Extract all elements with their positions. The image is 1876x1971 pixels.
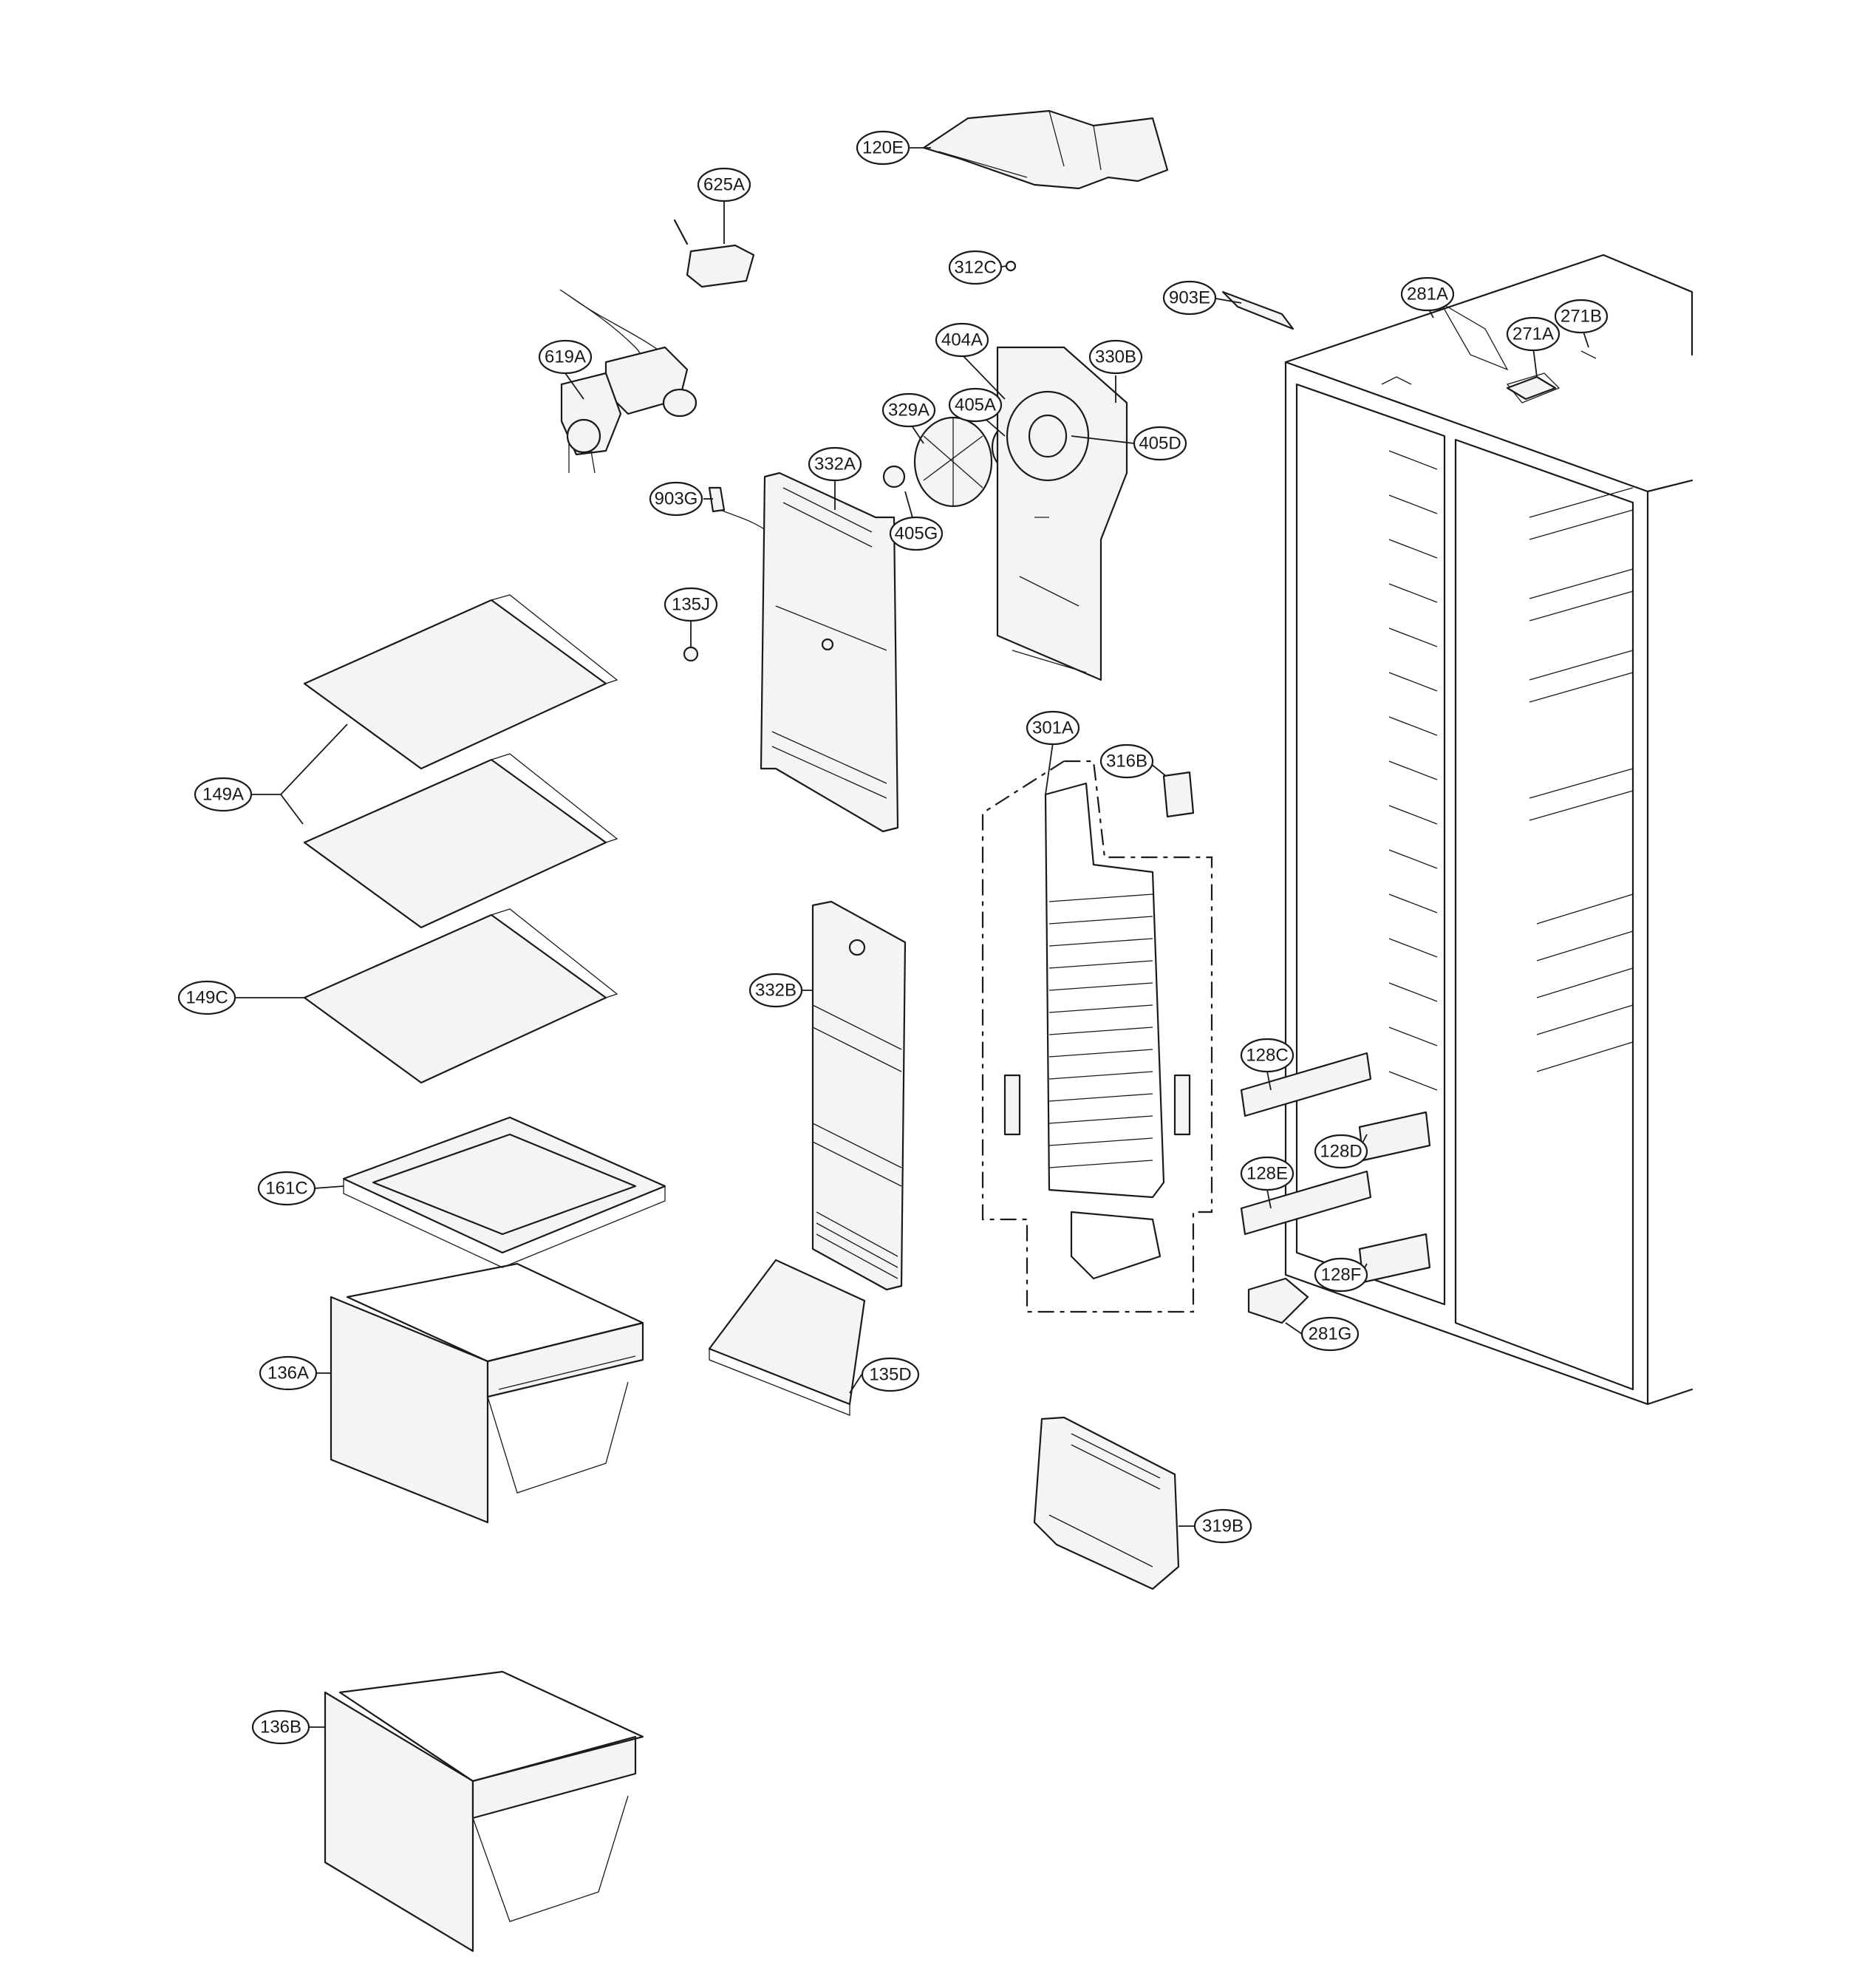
callout-120E[interactable]: 120E: [856, 130, 910, 166]
part-120E-top-cover: [922, 109, 1169, 190]
part-619A-water-valve: [559, 289, 697, 474]
svg-text:281A: 281A: [1407, 285, 1448, 304]
svg-text:128E: 128E: [1246, 1164, 1288, 1184]
part-281A-cabinet: [1240, 253, 1693, 1406]
svg-text:128C: 128C: [1246, 1046, 1288, 1066]
svg-text:136A: 136A: [267, 1364, 309, 1383]
svg-text:149A: 149A: [202, 785, 244, 805]
part-136A-crisper-drawer: [330, 1262, 644, 1524]
svg-text:903E: 903E: [1169, 288, 1210, 308]
svg-text:405A: 405A: [955, 395, 996, 415]
callout-405G[interactable]: 405G: [889, 516, 944, 551]
callout-281G[interactable]: 281G: [1300, 1316, 1360, 1352]
part-135J-cap: [683, 646, 699, 662]
part-136B-lower-drawer: [324, 1670, 644, 1953]
part-330B-fan-shroud: [996, 346, 1128, 681]
part-135D-tray: [708, 1259, 866, 1416]
callout-332A[interactable]: 332A: [808, 446, 862, 482]
callout-301A[interactable]: 301A: [1026, 710, 1080, 746]
svg-text:301A: 301A: [1032, 718, 1074, 738]
part-625A-bracket: [673, 219, 755, 288]
svg-text:319B: 319B: [1202, 1516, 1244, 1536]
callout-312C[interactable]: 312C: [948, 250, 1003, 285]
callout-128D[interactable]: 128D: [1314, 1134, 1368, 1169]
part-903E-strip: [1221, 290, 1295, 330]
svg-text:405G: 405G: [895, 524, 938, 544]
svg-text:128F: 128F: [1321, 1265, 1362, 1285]
svg-text:329A: 329A: [888, 401, 930, 421]
svg-text:332A: 332A: [814, 455, 856, 474]
svg-text:136B: 136B: [260, 1718, 301, 1737]
svg-text:625A: 625A: [703, 175, 745, 195]
svg-text:405D: 405D: [1139, 434, 1181, 454]
svg-text:404A: 404A: [941, 330, 983, 350]
svg-text:316B: 316B: [1106, 752, 1147, 772]
svg-text:128D: 128D: [1320, 1142, 1362, 1162]
callout-128F[interactable]: 128F: [1314, 1257, 1368, 1293]
svg-text:332B: 332B: [755, 981, 797, 1001]
callouts: 120E 625A 312C 903E 281A 271B 271A 404A …: [177, 130, 1609, 1745]
part-319B-duct-cover: [1033, 1416, 1180, 1590]
callout-128C[interactable]: 128C: [1240, 1038, 1295, 1073]
callout-405A[interactable]: 405A: [948, 387, 1003, 423]
callout-329A[interactable]: 329A: [881, 392, 936, 428]
callout-271A[interactable]: 271A: [1506, 316, 1561, 352]
callout-619A[interactable]: 619A: [538, 339, 593, 375]
svg-text:619A: 619A: [545, 347, 586, 367]
svg-text:120E: 120E: [862, 138, 904, 158]
callout-135J[interactable]: 135J: [664, 587, 718, 622]
svg-text:903G: 903G: [655, 489, 698, 509]
callout-903G[interactable]: 903G: [649, 481, 703, 517]
callout-404A[interactable]: 404A: [935, 322, 989, 358]
callout-149A[interactable]: 149A: [194, 777, 253, 812]
callout-136B[interactable]: 136B: [251, 1709, 310, 1745]
svg-text:312C: 312C: [954, 258, 996, 278]
callout-319B[interactable]: 319B: [1193, 1508, 1252, 1544]
svg-text:135D: 135D: [869, 1365, 911, 1385]
callout-625A[interactable]: 625A: [697, 167, 751, 202]
part-332B-rear-panel: [811, 900, 907, 1291]
callout-332B[interactable]: 332B: [748, 973, 803, 1008]
part-149C-glass-shelf: [303, 908, 618, 1084]
svg-text:135J: 135J: [672, 595, 710, 615]
svg-text:281G: 281G: [1309, 1324, 1352, 1344]
callout-316B[interactable]: 316B: [1099, 743, 1154, 779]
callout-149C[interactable]: 149C: [177, 980, 236, 1015]
callout-281A[interactable]: 281A: [1400, 276, 1455, 312]
callout-330B[interactable]: 330B: [1088, 339, 1143, 375]
part-149A-glass-shelf-middle: [303, 753, 618, 929]
part-332A-cover-plate: [760, 472, 899, 833]
svg-text:330B: 330B: [1095, 347, 1136, 367]
part-312C-clip: [1005, 260, 1017, 272]
part-903G-sensor: [708, 486, 769, 533]
callout-903E[interactable]: 903E: [1162, 280, 1217, 316]
callout-161C[interactable]: 161C: [257, 1171, 316, 1206]
part-149A-glass-shelf-upper: [303, 594, 618, 770]
part-301A-evaporator: [981, 760, 1213, 1313]
callout-136A[interactable]: 136A: [259, 1355, 318, 1391]
callout-405D[interactable]: 405D: [1133, 426, 1187, 461]
callout-271B[interactable]: 271B: [1554, 299, 1609, 334]
svg-text:271B: 271B: [1561, 307, 1602, 327]
callout-128E[interactable]: 128E: [1240, 1156, 1295, 1191]
part-316B-block: [1162, 771, 1195, 818]
svg-text:149C: 149C: [185, 988, 228, 1008]
svg-text:271A: 271A: [1512, 324, 1554, 344]
part-161C-crisper-cover: [342, 1116, 666, 1268]
svg-text:161C: 161C: [265, 1179, 307, 1199]
callout-135D[interactable]: 135D: [861, 1357, 920, 1392]
